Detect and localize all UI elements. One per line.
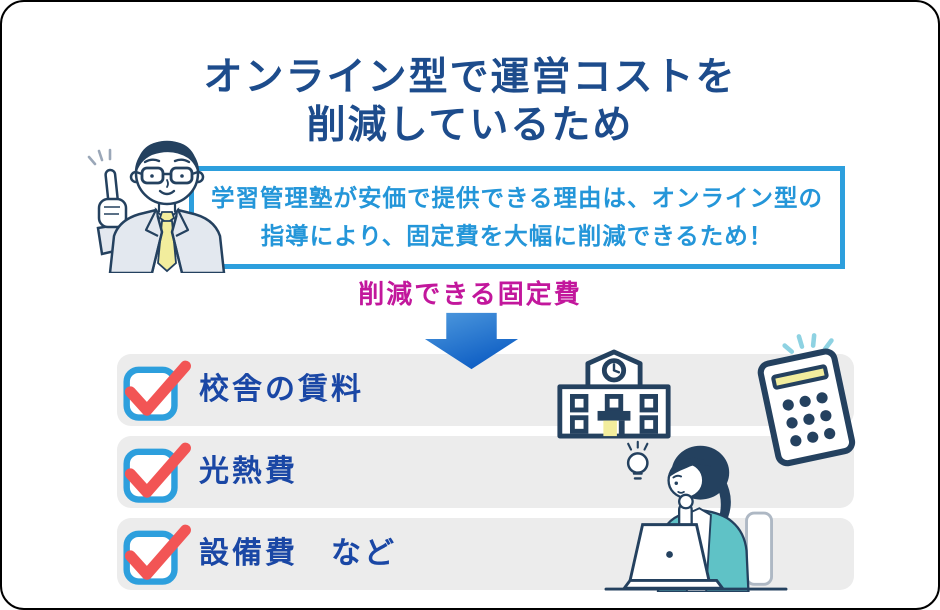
checklist-item-label: 光熱費 (199, 455, 298, 488)
checklist-row: 光熱費 (117, 436, 854, 508)
title-line2: 削減しているため (306, 103, 634, 147)
checklist-item-label: 校舎の賃料 (199, 373, 364, 406)
callout-line2: 指導により、固定費を大幅に削減できるため！ (260, 222, 774, 249)
teacher-pointing-illustration (82, 128, 232, 273)
laptop-icon (621, 523, 726, 590)
down-arrow-icon (423, 312, 520, 370)
checklist-row: 校舎の賃料 (117, 354, 854, 426)
glasses-icon (135, 166, 199, 185)
teacher-illustration-svg (87, 140, 226, 273)
page-title: オンライン型で運営コストを 削減しているため (2, 54, 938, 149)
lightbulb-icon (626, 440, 649, 480)
checked-checkbox-icon (123, 522, 191, 586)
calculator-icon (744, 332, 866, 470)
title-line1: オンライン型で運営コストを (203, 56, 737, 99)
checked-checkbox-icon (123, 440, 191, 504)
sparkle-icon (782, 333, 834, 354)
checked-checkbox-icon (123, 358, 191, 422)
subheading: 削減できる固定費 (358, 279, 582, 309)
checklist-item-label: 設備費 など (199, 537, 397, 570)
school-building-icon (555, 347, 673, 442)
sparkle-icon (87, 148, 112, 166)
callout-line1: 学習管理塾が安価で提供できる理由は、オンライン型の (210, 184, 824, 211)
chair (745, 511, 773, 586)
woman-at-laptop-illustration (598, 438, 794, 592)
callout-box: 学習管理塾が安価で提供できる理由は、オンライン型の 指導により、固定費を大幅に削… (189, 166, 845, 269)
callout-text: 学習管理塾が安価で提供できる理由は、オンライン型の 指導により、固定費を大幅に削… (194, 180, 840, 255)
